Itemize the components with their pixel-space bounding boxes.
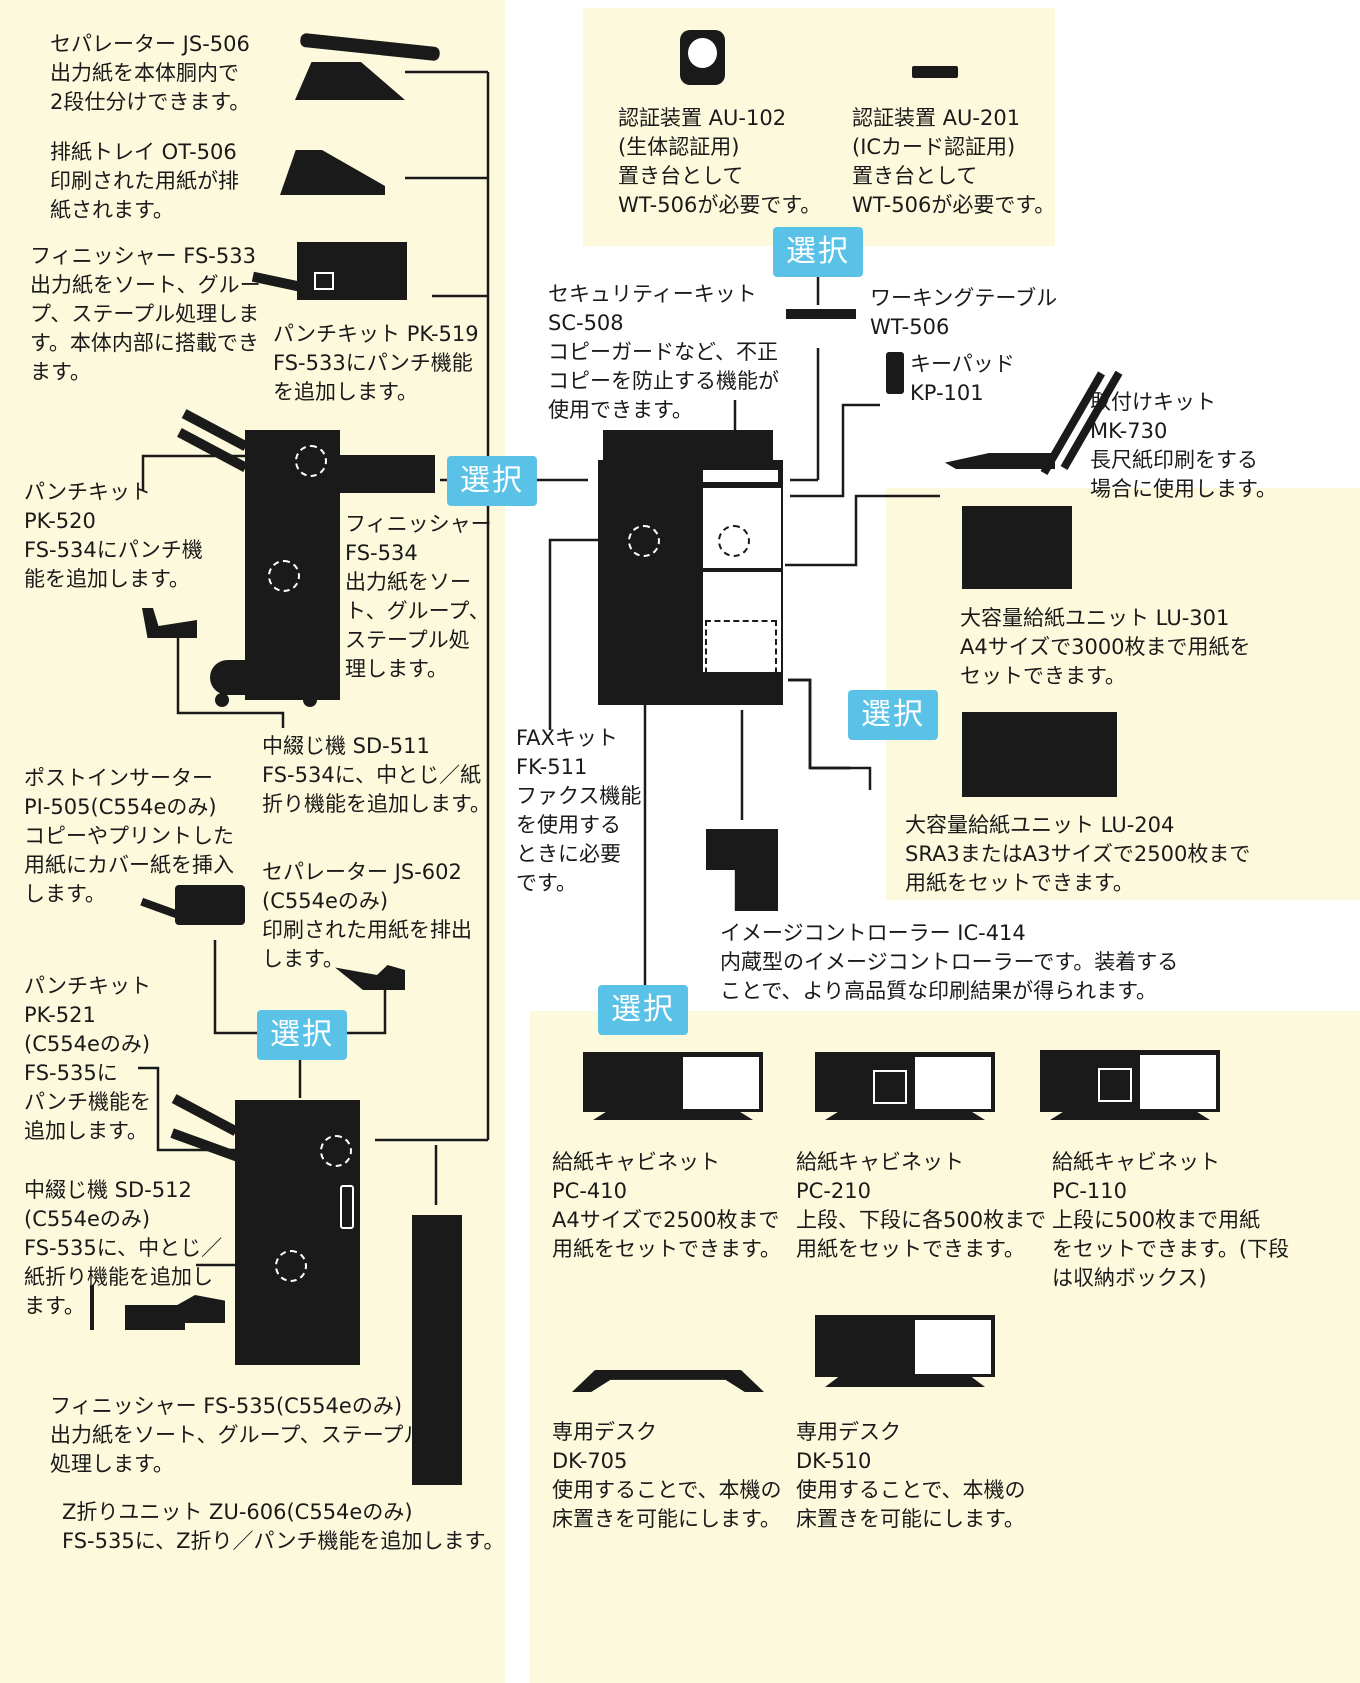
separator-js506-image [295, 32, 445, 100]
working-table-wt506-image [786, 309, 856, 319]
large-capacity-unit-lu204-image [962, 712, 1117, 797]
label-pk521: パンチキット PK-521 (C554eのみ) FS-535に パンチ機能を 追… [24, 974, 152, 1143]
label-js506: セパレーター JS-506 出力紙を本体胴内で 2段仕分けできます。 [50, 32, 251, 114]
label-dk705: 専用デスク DK-705 使用することで、本機の 床置きを可能にします。 [552, 1420, 782, 1531]
label-fs533: フィニッシャー FS-533 出力紙をソート、グルー プ、ステープル処理しま す… [30, 244, 261, 384]
label-au201: 認証装置 AU-201 (ICカード認証用) 置き台として WT-506が必要で… [852, 106, 1056, 217]
select-badge-cabinet: 選択 [598, 985, 688, 1035]
cabinet-pc210-image [815, 1052, 995, 1122]
label-pc110: 給紙キャビネット PC-110 上段に500枚まで用紙 をセットできます。(下段… [1052, 1150, 1290, 1290]
label-pc410: 給紙キャビネット PC-410 A4サイズで2500枚まで 用紙をセットできます… [552, 1150, 781, 1261]
security-kit-sc508-marker [718, 525, 750, 557]
label-pi505: ポストインサーター PI-505(C554eのみ) コピーやプリントした 用紙に… [24, 766, 234, 906]
label-ot506: 排紙トレイ OT-506 印刷された用紙が排 紙されます。 [50, 140, 239, 222]
label-fk511: FAXキット FK-511 ファクス機能 を使用する ときに必要 です。 [516, 726, 642, 895]
post-inserter-pi505-image [140, 885, 245, 935]
label-au102: 認証装置 AU-102 (生体認証用) 置き台として WT-506が必要です。 [618, 106, 822, 217]
saddle-stitcher-sd512-marker [275, 1250, 307, 1282]
label-kp101: キーパッド KP-101 [910, 352, 1015, 405]
label-lu204: 大容量給紙ユニット LU-204 SRA3またはA3サイズで2500枚まで 用紙… [905, 813, 1251, 895]
label-mk730: 取付けキット MK-730 長尺紙印刷をする 場合に使用します。 [1090, 390, 1277, 501]
separator-js602-image [335, 960, 405, 995]
label-wt506: ワーキングテーブル WT-506 [870, 286, 1058, 339]
select-badge-paper-unit: 選択 [848, 690, 938, 740]
label-pk519: パンチキット PK-519 FS-533にパンチ機能 を追加します。 [273, 322, 479, 404]
label-js602: セパレーター JS-602 (C554eのみ) 印刷された用紙を排出 します。 [262, 860, 472, 971]
auth-options-panel [583, 8, 1055, 246]
cabinet-pc110-image [1040, 1050, 1220, 1125]
image-controller-slot [705, 620, 777, 702]
label-sd512: 中綴じ機 SD-512 (C554eのみ) FS-535に、中とじ／ 紙折り機能… [24, 1178, 223, 1318]
finisher-fs533-image [251, 242, 412, 307]
finisher-fs535-image [160, 1090, 370, 1370]
label-pk520: パンチキット PK-520 FS-534にパンチ機 能を追加します。 [24, 480, 203, 591]
punch-kit-pk520-marker [295, 445, 327, 477]
output-tray-ot506-image [280, 150, 385, 195]
z-fold-unit-zu606-image [412, 1215, 462, 1485]
label-zu606: Z折りユニット ZU-606(C554eのみ) FS-535に、Z折り／パンチ機… [62, 1500, 505, 1553]
cabinet-pc410-image [583, 1052, 763, 1122]
auth-au201-image [912, 66, 958, 78]
large-capacity-unit-lu301-image [962, 506, 1072, 589]
sd511-tray-image [142, 598, 202, 643]
keypad-kp101-image [886, 352, 904, 394]
fax-kit-fk511-marker [628, 525, 660, 557]
mounting-kit-mk730-image [945, 358, 1123, 475]
label-sd511: 中綴じ機 SD-511 FS-534に、中とじ／紙 折り機能を追加します。 [262, 734, 491, 816]
select-badge-auth: 選択 [773, 227, 863, 277]
finisher-fs534-image [170, 409, 440, 710]
label-pc210: 給紙キャビネット PC-210 上段、下段に各500枚まで 用紙をセットできます… [796, 1150, 1047, 1261]
label-dk510: 専用デスク DK-510 使用することで、本機の 床置きを可能にします。 [796, 1420, 1026, 1531]
sd512-tray-image [90, 1285, 230, 1340]
label-fs534: フィニッシャー FS-534 出力紙をソー ト、グループ、 ステープル処 理しま… [345, 512, 492, 681]
label-lu301: 大容量給紙ユニット LU-301 A4サイズで3000枚まで用紙を セットできま… [960, 606, 1251, 688]
select-badge-finisher: 選択 [447, 456, 537, 506]
auth-au102-image [680, 30, 725, 85]
saddle-stitcher-sd511-marker [268, 560, 300, 592]
label-ic414: イメージコントローラー IC-414 内蔵型のイメージコントローラーです。装着す… [720, 921, 1179, 1003]
desk-dk510-image [815, 1315, 995, 1393]
punch-kit-pk521-marker [320, 1135, 352, 1167]
label-sc508: セキュリティーキット SC-508 コピーガードなど、不正 コピーを防止する機能… [548, 282, 779, 422]
label-fs535: フィニッシャー FS-535(C554eのみ) 出力紙をソート、グループ、ステー… [50, 1394, 425, 1476]
select-badge-separator: 選択 [257, 1010, 347, 1060]
main-unit-image [598, 430, 783, 705]
